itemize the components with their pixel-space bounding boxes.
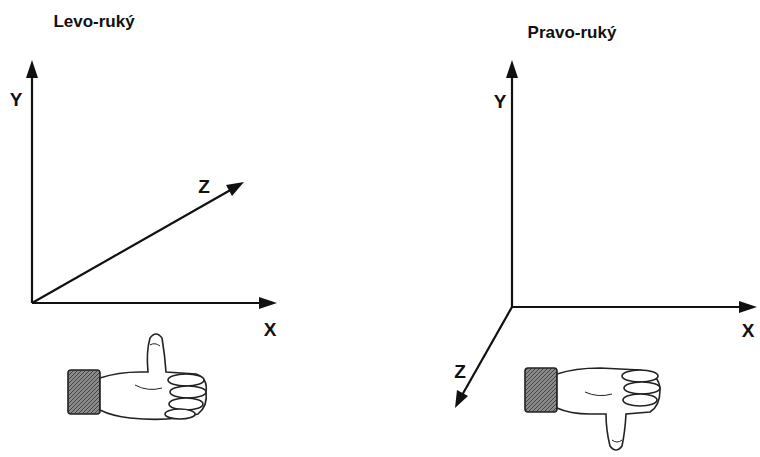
left-arrowheads [26, 60, 277, 309]
system-title: Levo-ruký [53, 13, 134, 32]
axis-label: Z [454, 362, 466, 383]
axis-label: Y [494, 92, 507, 113]
axis-label: X [264, 320, 277, 341]
thumb-down-hand [525, 368, 660, 450]
thumb-up-hand [68, 334, 206, 419]
right-arrowheads [455, 60, 757, 408]
axis-label: Y [10, 90, 23, 111]
axis-label: Z [198, 177, 210, 198]
system-title: Pravo-ruký [528, 24, 617, 43]
right-axes [461, 72, 746, 397]
axis-label: X [742, 321, 755, 342]
left-axes [32, 72, 265, 303]
